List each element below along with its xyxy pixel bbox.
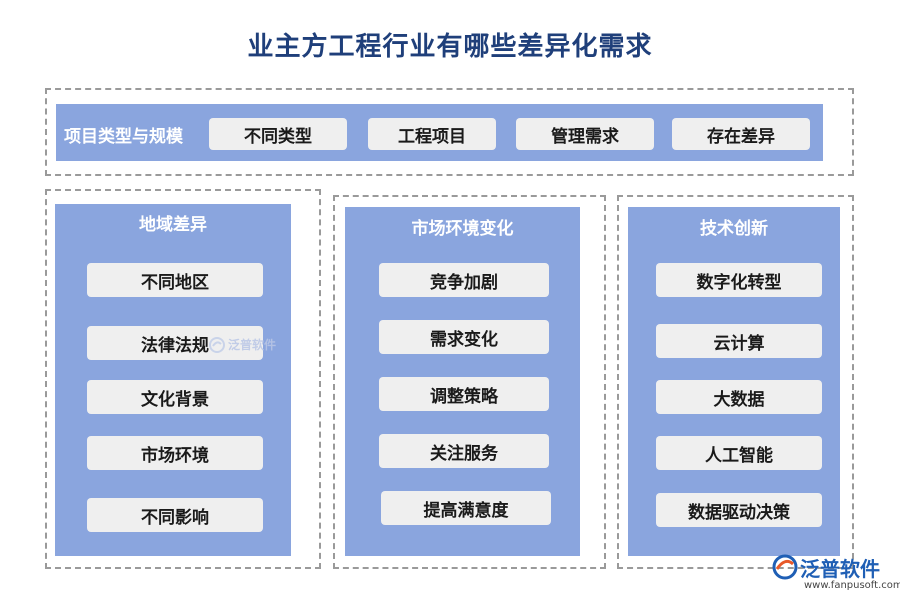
column-frame bbox=[45, 189, 321, 569]
column-item: 人工智能 bbox=[656, 436, 822, 470]
brand-logo: 泛普软件 www.fanpusoft.com bbox=[772, 553, 900, 597]
top-item: 存在差异 bbox=[672, 118, 810, 150]
column-item: 不同影响 bbox=[87, 498, 263, 532]
logo-url: www.fanpusoft.com bbox=[804, 580, 900, 591]
column-frame bbox=[333, 195, 606, 569]
column-item: 文化背景 bbox=[87, 380, 263, 414]
watermark-text: 泛普软件 bbox=[228, 338, 277, 352]
column-frame bbox=[617, 195, 854, 569]
column-header: 技术创新 bbox=[700, 219, 768, 239]
watermark: 泛普软件 bbox=[209, 336, 276, 353]
fanpu-logo-icon bbox=[772, 554, 798, 580]
top-item: 不同类型 bbox=[209, 118, 347, 150]
top-item: 工程项目 bbox=[368, 118, 496, 150]
column-item: 云计算 bbox=[656, 324, 822, 358]
column-item: 数字化转型 bbox=[656, 263, 822, 297]
column-item: 竞争加剧 bbox=[379, 263, 549, 297]
fanpu-logo-icon bbox=[209, 336, 225, 353]
logo-name: 泛普软件 bbox=[800, 557, 880, 581]
column-item: 需求变化 bbox=[379, 320, 549, 354]
column-item: 数据驱动决策 bbox=[656, 493, 822, 527]
column-header: 地域差异 bbox=[139, 215, 207, 235]
column-item: 不同地区 bbox=[87, 263, 263, 297]
column-item: 提高满意度 bbox=[381, 491, 551, 525]
column-header: 市场环境变化 bbox=[411, 219, 514, 239]
top-item: 管理需求 bbox=[516, 118, 654, 150]
column-item: 调整策略 bbox=[379, 377, 549, 411]
column-item: 市场环境 bbox=[87, 436, 263, 470]
column-item: 大数据 bbox=[656, 380, 822, 414]
column-item: 关注服务 bbox=[379, 434, 549, 468]
diagram-title: 业主方工程行业有哪些差异化需求 bbox=[247, 32, 653, 62]
top-section-frame bbox=[45, 88, 854, 176]
column-item: 法律法规 bbox=[87, 326, 263, 360]
top-section-label: 项目类型与规模 bbox=[64, 127, 183, 147]
